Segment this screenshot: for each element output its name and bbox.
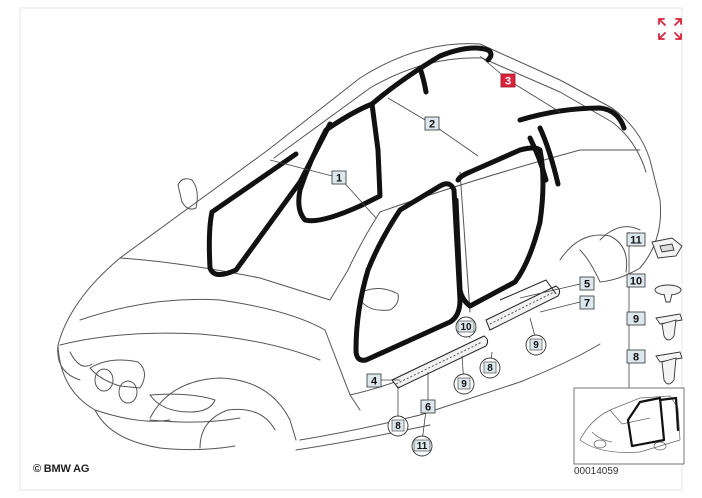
- rivet-icon: [655, 313, 683, 341]
- callout-5[interactable]: 5: [579, 276, 595, 291]
- svg-text:2: 2: [429, 119, 435, 131]
- clip-icon: [651, 237, 683, 259]
- callout-8-middle[interactable]: 8: [479, 357, 501, 379]
- svg-text:8: 8: [633, 352, 639, 364]
- callout-8-lower[interactable]: 8: [387, 415, 409, 437]
- figure-id: 00014059: [574, 466, 619, 477]
- car-body-outline: [57, 43, 662, 451]
- callout-3[interactable]: 3: [500, 73, 516, 88]
- svg-text:3: 3: [505, 76, 511, 88]
- svg-text:4: 4: [371, 376, 378, 388]
- svg-text:1: 1: [336, 173, 342, 185]
- door-seals: [206, 45, 627, 363]
- svg-text:9: 9: [633, 314, 639, 326]
- callout-7[interactable]: 7: [579, 295, 595, 310]
- svg-text:9: 9: [533, 340, 539, 351]
- callout-9-upper[interactable]: 9: [525, 334, 547, 356]
- svg-text:11: 11: [417, 441, 428, 452]
- svg-text:8: 8: [487, 363, 493, 374]
- part-11-clip[interactable]: 11: [626, 232, 683, 259]
- sill-strips: [391, 279, 561, 389]
- callout-9-lower[interactable]: 9: [453, 373, 475, 395]
- callout-6[interactable]: 6: [420, 399, 436, 414]
- copyright-notice: © BMW AG: [33, 463, 90, 475]
- rivet-long-icon: [655, 351, 683, 385]
- callout-1[interactable]: 1: [331, 170, 347, 185]
- svg-text:7: 7: [584, 298, 590, 310]
- parts-panel: 11 10 9 8: [626, 232, 683, 385]
- svg-text:6: 6: [425, 402, 431, 414]
- part-10-button[interactable]: 10: [626, 273, 682, 303]
- thumbnail-overview[interactable]: [573, 387, 685, 465]
- callout-4[interactable]: 4: [366, 373, 382, 388]
- svg-text:10: 10: [460, 322, 472, 333]
- svg-text:8: 8: [395, 421, 401, 432]
- push-button-icon: [654, 284, 682, 303]
- callout-11[interactable]: 11: [411, 435, 433, 457]
- svg-text:11: 11: [630, 235, 642, 247]
- leader-lines: [269, 55, 630, 443]
- expand-arrows-icon[interactable]: [658, 18, 682, 40]
- callout-2[interactable]: 2: [424, 116, 440, 131]
- svg-text:9: 9: [461, 379, 467, 390]
- svg-text:10: 10: [630, 276, 642, 288]
- part-8-expanding-rivet[interactable]: 8: [626, 349, 683, 385]
- callout-10[interactable]: 10: [455, 316, 477, 338]
- part-9-expanding-rivet[interactable]: 9: [626, 311, 683, 341]
- svg-text:5: 5: [584, 279, 590, 291]
